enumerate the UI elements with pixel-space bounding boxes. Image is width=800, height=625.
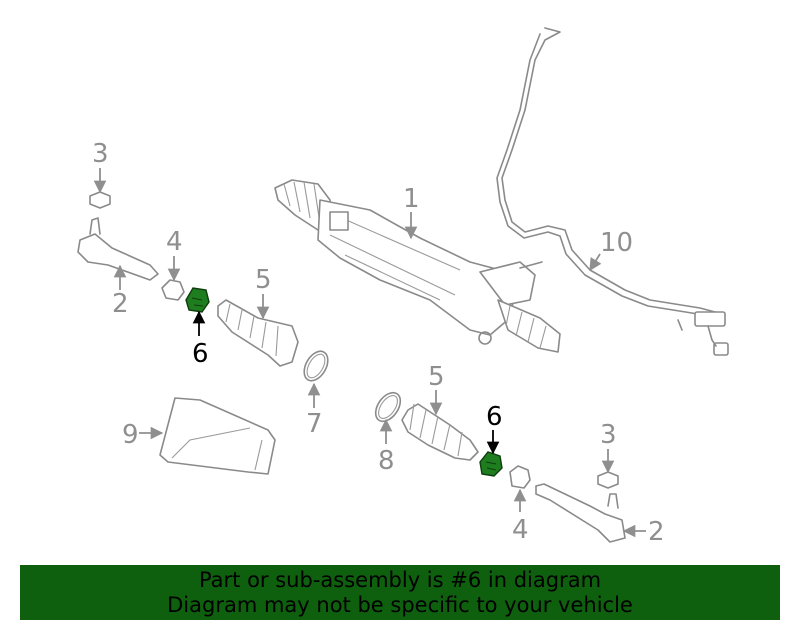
- label-8: 8: [378, 446, 395, 476]
- label-5-right: 5: [428, 362, 445, 392]
- tie-rod-end-2-right: [535, 483, 626, 543]
- boot-5-right: [401, 403, 479, 461]
- part-6-right-highlighted: [479, 451, 503, 477]
- banner-line-2: Diagram may not be specific to your vehi…: [167, 593, 633, 617]
- label-9: 9: [122, 420, 139, 450]
- label-3-right: 3: [600, 420, 617, 450]
- tie-rod-end-2-left: [77, 217, 159, 281]
- label-7: 7: [306, 409, 323, 439]
- label-2-right: 2: [648, 517, 665, 547]
- label-4-left: 4: [166, 227, 183, 257]
- steering-gear-1: [274, 179, 561, 353]
- clamp-ring-7: [303, 350, 329, 382]
- label-2-left: 2: [112, 289, 129, 319]
- label-5-left: 5: [255, 265, 272, 295]
- part-6-left-highlighted: [185, 287, 210, 313]
- info-banner: Part or sub-assembly is #6 in diagram Di…: [20, 565, 780, 620]
- nut-3-right: [597, 471, 619, 489]
- boot-5-left: [217, 299, 299, 367]
- arrow-10: [589, 253, 602, 272]
- label-10: 10: [600, 228, 633, 258]
- line-assembly-10: [496, 27, 729, 356]
- label-4-right: 4: [512, 515, 529, 545]
- nut-3-left: [89, 191, 111, 209]
- banner-line-1: Part or sub-assembly is #6 in diagram: [198, 568, 602, 592]
- clamp-ring-8: [374, 391, 402, 423]
- label-6-right: 6: [486, 402, 503, 432]
- label-6-left: 6: [192, 339, 209, 369]
- cover-9: [159, 397, 276, 475]
- label-3-left: 3: [92, 139, 109, 169]
- jam-nut-4-right: [509, 465, 531, 489]
- jam-nut-4-left: [161, 279, 185, 301]
- parts-diagram: 1 10 3 4 2 5 6 7 9 5 8 6 3 4 2: [77, 27, 729, 547]
- label-1: 1: [403, 184, 420, 214]
